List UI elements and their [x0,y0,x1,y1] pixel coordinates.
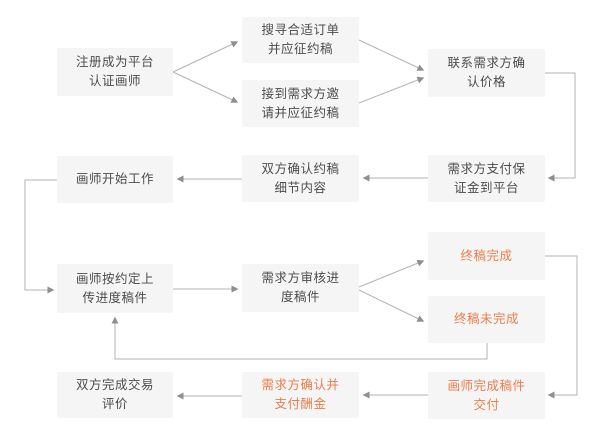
flow-node-upload-progress-drafts: 画师按约定上 传进度稿件 [57,264,173,313]
flow-node-receive-invitation: 接到需求方邀 请并应征约稿 [242,80,359,127]
flow-node-complete-transaction-evaluation: 双方完成交易 评价 [57,372,173,418]
flow-node-label: 画师完成稿件 交付 [447,378,526,412]
arrow-review-to-final-incomplete [358,289,425,322]
arrow-review-to-final-complete [358,259,425,288]
flow-node-artist-deliver-final: 画师完成稿件 交付 [428,372,545,419]
arrow-final-complete-to-deliver [545,255,578,399]
flow-node-label: 需求方审核进 度稿件 [261,271,340,304]
flow-node-review-progress-drafts: 需求方审核进 度稿件 [242,264,359,312]
flow-node-label: 搜寻合适订单 并应征约稿 [261,23,340,56]
arrow-register-to-receive-invitation [172,71,239,103]
flow-node-label: 双方确认约稿 细节内容 [261,161,340,195]
flow-node-label: 双方完成交易 评价 [75,378,154,411]
flow-node-register-artist: 注册成为平台 认证画师 [57,48,173,96]
flow-node-search-orders: 搜寻合适订单 并应征约稿 [242,17,359,63]
flow-node-demander-confirm-pay: 需求方确认并 支付酬金 [242,372,359,418]
arrow-contact-price-to-pay-deposit [545,72,576,182]
arrow-receive-invitation-to-contact-price [358,76,425,104]
flow-node-label: 需求方支付保 证金到平台 [447,161,526,195]
flow-node-contact-confirm-price: 联系需求方确 认价格 [428,49,545,97]
flow-node-artist-start-work: 画师开始工作 [57,156,173,203]
flow-node-demander-pay-deposit: 需求方支付保 证金到平台 [428,155,545,202]
flow-node-label: 画师按约定上 传进度稿件 [75,271,154,305]
flow-node-final-draft-complete: 终稿完成 [428,232,545,280]
arrow-register-to-search-orders [172,41,239,73]
flow-node-confirm-commission-details: 双方确认约稿 细节内容 [242,155,359,202]
flow-node-label: 画师开始工作 [75,172,154,186]
flow-node-label: 联系需求方确 认价格 [447,56,526,89]
arrow-start-work-to-upload-progress [24,179,57,294]
flow-node-label: 需求方确认并 支付酬金 [261,378,340,411]
flow-node-label: 注册成为平台 认证画师 [75,55,154,88]
flow-node-label: 终稿完成 [460,248,513,263]
flow-node-final-draft-incomplete: 终稿未完成 [428,296,545,343]
arrow-search-orders-to-contact-price [358,39,425,71]
flow-node-label: 终稿未完成 [453,312,519,326]
flow-node-label: 接到需求方邀 请并应征约稿 [261,86,340,120]
